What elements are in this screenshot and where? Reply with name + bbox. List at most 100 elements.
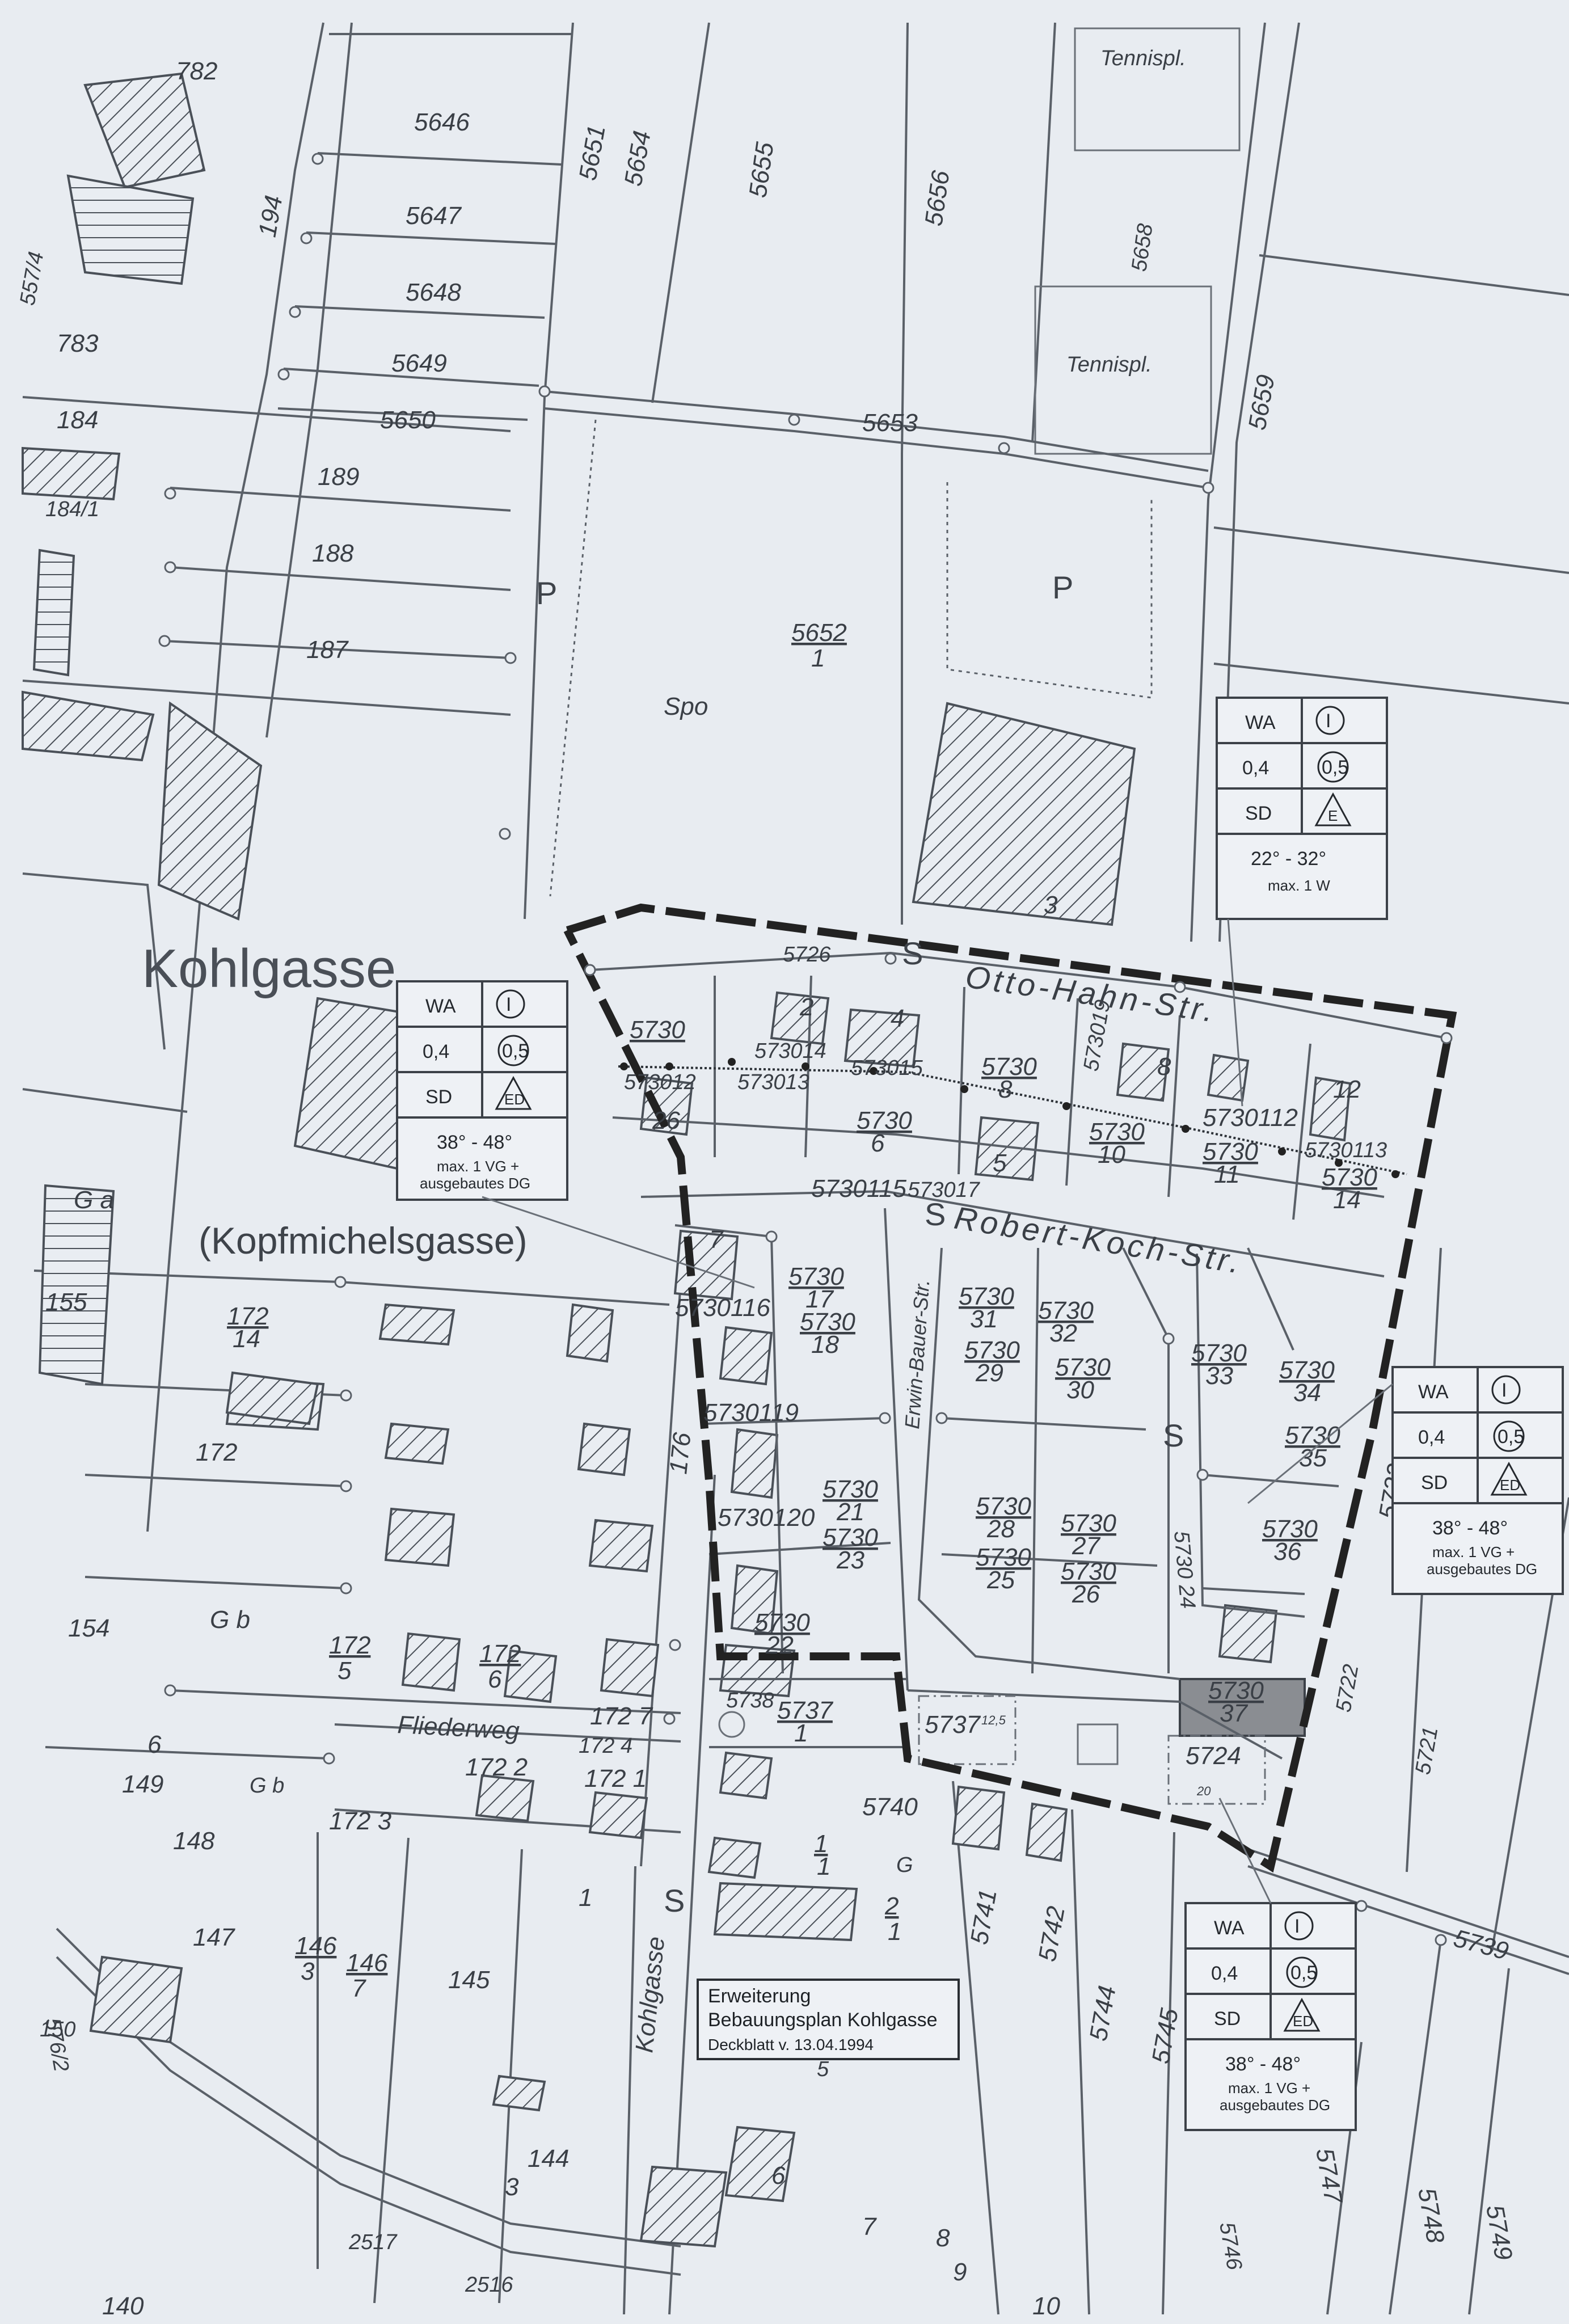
parcel-label: 1 <box>888 1918 901 1946</box>
parcel-label: 5737 <box>925 1711 981 1739</box>
zoning-box-4: WA I 0,4 0,5 SD ED 38° - 48° max. 1 VG +… <box>1184 1902 1357 2131</box>
parcel-label: 5730 <box>630 1016 685 1044</box>
parcel-label: 573013 <box>737 1070 809 1094</box>
zone-storeys: I <box>1326 710 1331 732</box>
parcel-label: 5730 <box>976 1543 1031 1571</box>
parcel-label: 5730 <box>1279 1356 1335 1384</box>
parcel-5737-dashed <box>918 1695 1017 1765</box>
zone-build: ED <box>1500 1477 1520 1494</box>
parcel-label: 18 <box>811 1331 839 1359</box>
parcel-label: 5740 <box>862 1793 918 1821</box>
zone-storeys: I <box>1501 1380 1507 1401</box>
parcel-label: 1 <box>814 1830 828 1858</box>
house-number: 2 <box>799 993 813 1021</box>
parcel-label: 14 <box>1333 1186 1361 1214</box>
parcel-label: 22 <box>765 1631 794 1659</box>
zone-gfz: 0,5 <box>1498 1426 1524 1448</box>
parcel-label: 23 <box>836 1546 864 1574</box>
parcel-label: 5724 <box>1186 1742 1241 1770</box>
zone-roof: SD <box>1214 2008 1241 2030</box>
house-number: 12 <box>1333 1075 1361 1103</box>
parcel-label: 21 <box>836 1498 864 1526</box>
parcel-label: 184 <box>57 406 98 434</box>
zone-note: ausgebautes DG <box>1220 2097 1330 2114</box>
parcel-label: 5726 <box>783 943 831 967</box>
parcel-label: 144 <box>528 2145 569 2173</box>
parcel-label: 5730 <box>857 1107 912 1134</box>
parking-label-2: P <box>1052 570 1073 605</box>
parcel-label: 5730120 <box>718 1504 815 1532</box>
zone-roof: SD <box>425 1086 452 1108</box>
parcel-label: 5730 <box>1322 1163 1377 1191</box>
parcel-label: 172 1 <box>584 1765 647 1792</box>
parcel-label: 5730 <box>1061 1509 1116 1537</box>
parcel-label: 10 <box>1032 2292 1060 2320</box>
parcel-label: 172 <box>479 1640 521 1668</box>
parcel-label: 5 <box>817 2057 829 2081</box>
zone-grz: 0,4 <box>1242 757 1269 779</box>
parcel-label: 2516 <box>465 2273 513 2297</box>
buildings <box>22 72 1136 2248</box>
parcel-label: G a <box>74 1186 114 1214</box>
zone-build: ED <box>504 1091 525 1108</box>
parcel-label: 782 <box>176 57 217 85</box>
parcel-label: 6 <box>871 1129 885 1157</box>
zone-use: WA <box>1214 1917 1245 1939</box>
road-s-3: S <box>1163 1418 1184 1453</box>
parcel-label: 36 <box>1273 1538 1301 1566</box>
parcel-label: 573015 <box>851 1056 923 1080</box>
parcel-label: 145 <box>448 1966 490 1994</box>
tennis-court-2 <box>1034 285 1212 455</box>
zone-pitch: 38° - 48° <box>437 1132 512 1153</box>
house-number: 6 <box>147 1731 162 1758</box>
parcel-label: 5730115 <box>811 1175 907 1203</box>
zone-build: ED <box>1293 2013 1313 2030</box>
zone-grz: 0,4 <box>1418 1427 1445 1448</box>
place-label-kopfmichelsgasse: (Kopfmichelsgasse) <box>199 1220 528 1262</box>
parcel-label: 176 <box>664 1431 696 1475</box>
parcel-label: 5730 <box>788 1263 844 1290</box>
parcel-label: 5730 <box>1262 1515 1318 1543</box>
house-number: 5 <box>993 1149 1007 1177</box>
parcel-label: 189 <box>318 463 359 491</box>
parcel-label: 172 4 <box>579 1734 632 1758</box>
parcel-label: 147 <box>193 1924 235 1951</box>
parcel-label: 187 <box>306 636 349 664</box>
parcel-label: 5730 <box>1203 1138 1258 1166</box>
parcel-label: 37 <box>1220 1699 1248 1727</box>
street-fliederweg: Fliederweg <box>397 1711 520 1745</box>
zone-note: max. 1 VG + <box>1228 2080 1310 2097</box>
parcel-label: 172 2 <box>465 1753 528 1781</box>
zone-note: max. 1 VG + <box>1432 1543 1515 1560</box>
parcel-label: 1 <box>817 1853 830 1880</box>
map-labels: Kohlgasse (Kopfmichelsgasse) Tennispl. T… <box>16 47 1518 2320</box>
zone-pitch: 38° - 48° <box>1225 2053 1301 2075</box>
place-label-kohlgasse: Kohlgasse <box>142 938 396 999</box>
leader-lines <box>482 918 1393 1904</box>
parcel-label: 7 <box>352 1975 366 2002</box>
parcel-label: 5649 <box>391 349 447 377</box>
parcel-label: 172 <box>227 1302 268 1330</box>
zone-gfz: 0,5 <box>1322 757 1348 778</box>
parcel-label: 6 <box>488 1665 502 1693</box>
parcel-label: 27 <box>1072 1532 1100 1560</box>
parcel-label: 146 <box>295 1932 337 1960</box>
zone-storeys: I <box>1294 1916 1300 1937</box>
parcel-label: 5730 <box>1208 1677 1264 1705</box>
zone-grz: 0,4 <box>423 1041 449 1062</box>
house-number: 8 <box>1157 1053 1171 1081</box>
parcel-label: 573014 <box>754 1039 826 1063</box>
parcel-label: 149 <box>122 1770 163 1798</box>
parcel-label: 172 <box>196 1439 237 1466</box>
zone-note: max. 1 W <box>1268 877 1330 894</box>
house-number: 7 <box>709 1226 724 1254</box>
sport-label: Spo <box>664 693 708 720</box>
title-block: Erweiterung Bebauungsplan Kohlgasse Deck… <box>697 1979 960 2060</box>
parcel-label: 172 <box>329 1631 370 1659</box>
parcel-label: 1 <box>811 644 825 672</box>
title-line-1: Erweiterung <box>708 1985 811 2007</box>
parcel-label: 5730 <box>964 1336 1020 1364</box>
parcel-label: 5730113 <box>1305 1138 1387 1162</box>
parcel-label: 5730 <box>1089 1118 1145 1146</box>
